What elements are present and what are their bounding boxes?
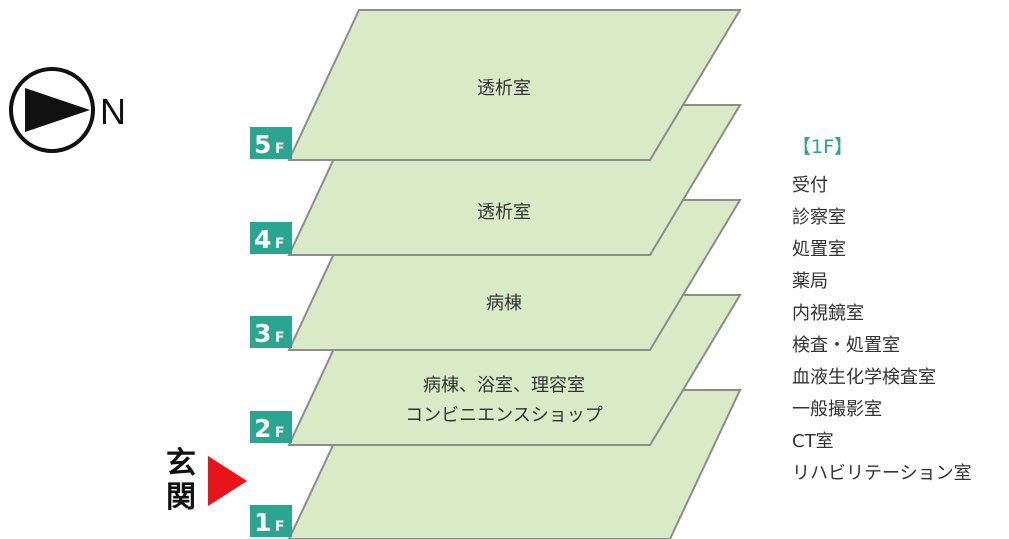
badge-5f-number: 5	[254, 130, 271, 159]
badge-2f-suffix: F	[275, 425, 285, 441]
badge-5f-bg	[250, 127, 292, 159]
badge-1f-bg	[250, 505, 292, 537]
floor-5: 透析室	[287, 9, 742, 161]
badge-5f-suffix: F	[275, 141, 285, 157]
badge-1f: 1 F	[250, 505, 292, 537]
badge-2f-number: 2	[254, 414, 271, 443]
compass-arrow-icon	[25, 88, 90, 132]
badge-4f: 4 F	[250, 222, 292, 254]
badge-2f: 2 F	[250, 411, 292, 443]
badge-4f-suffix: F	[275, 236, 285, 252]
first-floor-list-title: 【1F】	[792, 136, 854, 158]
badge-4f-bg	[250, 222, 292, 254]
floor-2-line2: コンビニエンスショップ	[405, 405, 603, 426]
room-list-item: 一般撮影室	[792, 399, 882, 420]
room-list-item: 検査・処置室	[792, 335, 900, 356]
floor-3-line1: 病棟	[486, 293, 522, 314]
compass-north-label: N	[100, 91, 126, 132]
floor-2-line1: 病棟、浴室、理容室	[423, 375, 585, 396]
room-list-item: 診察室	[792, 207, 846, 228]
first-floor-room-list: 受付診察室処置室薬局内視鏡室検査・処置室血液生化学検査室一般撮影室 CT室リハビリ…	[792, 170, 972, 490]
entrance-marker: 玄 関	[166, 446, 247, 515]
room-list-item: 薬局	[792, 271, 828, 292]
badge-1f-number: 1	[254, 508, 271, 537]
room-list-item: 受付	[792, 175, 828, 196]
entrance-char-1: 玄	[166, 446, 196, 481]
compass: N	[9, 67, 126, 153]
badge-1f-suffix: F	[275, 519, 285, 535]
room-list-item: CT室	[792, 431, 834, 452]
entrance-char-2: 関	[166, 480, 196, 515]
floor-5-line1: 透析室	[477, 78, 531, 99]
badge-5f: 5 F	[250, 127, 292, 159]
badge-4f-number: 4	[254, 225, 271, 254]
room-list-item: 血液生化学検査室	[792, 367, 936, 388]
floor-stack: 病棟、浴室、理容室 コンビニエンスショップ 病棟 透析室 透析室	[287, 9, 742, 539]
floor-4-line1: 透析室	[477, 202, 531, 223]
room-list-item: 内視鏡室	[792, 303, 864, 324]
room-list-item: リハビリテーション室	[792, 463, 972, 484]
badge-3f-suffix: F	[275, 330, 285, 346]
floor-badges: 5 F 4 F 3 F 2 F 1 F	[250, 127, 292, 537]
badge-3f-bg	[250, 316, 292, 348]
badge-2f-bg	[250, 411, 292, 443]
floor-5-plane	[287, 9, 742, 161]
badge-3f-number: 3	[254, 319, 271, 348]
entrance-arrow-icon	[208, 456, 247, 506]
room-list-item: 処置室	[792, 239, 846, 260]
compass-circle	[9, 67, 95, 153]
badge-3f: 3 F	[250, 316, 292, 348]
